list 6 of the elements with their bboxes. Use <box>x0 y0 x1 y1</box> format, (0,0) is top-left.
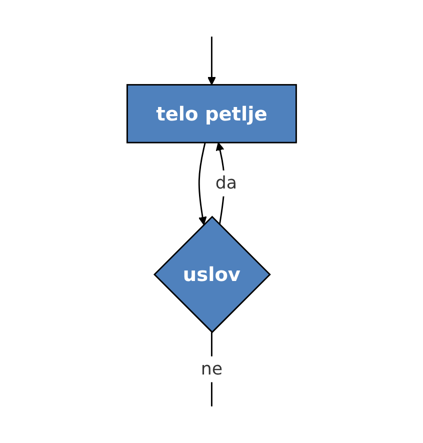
arrow <box>198 142 207 226</box>
node-diamond: uslov <box>153 216 271 334</box>
edge-label: da <box>215 173 237 194</box>
arrow <box>207 36 216 86</box>
node-box: telo petlje <box>126 84 297 144</box>
edge-label: ne <box>200 359 222 380</box>
